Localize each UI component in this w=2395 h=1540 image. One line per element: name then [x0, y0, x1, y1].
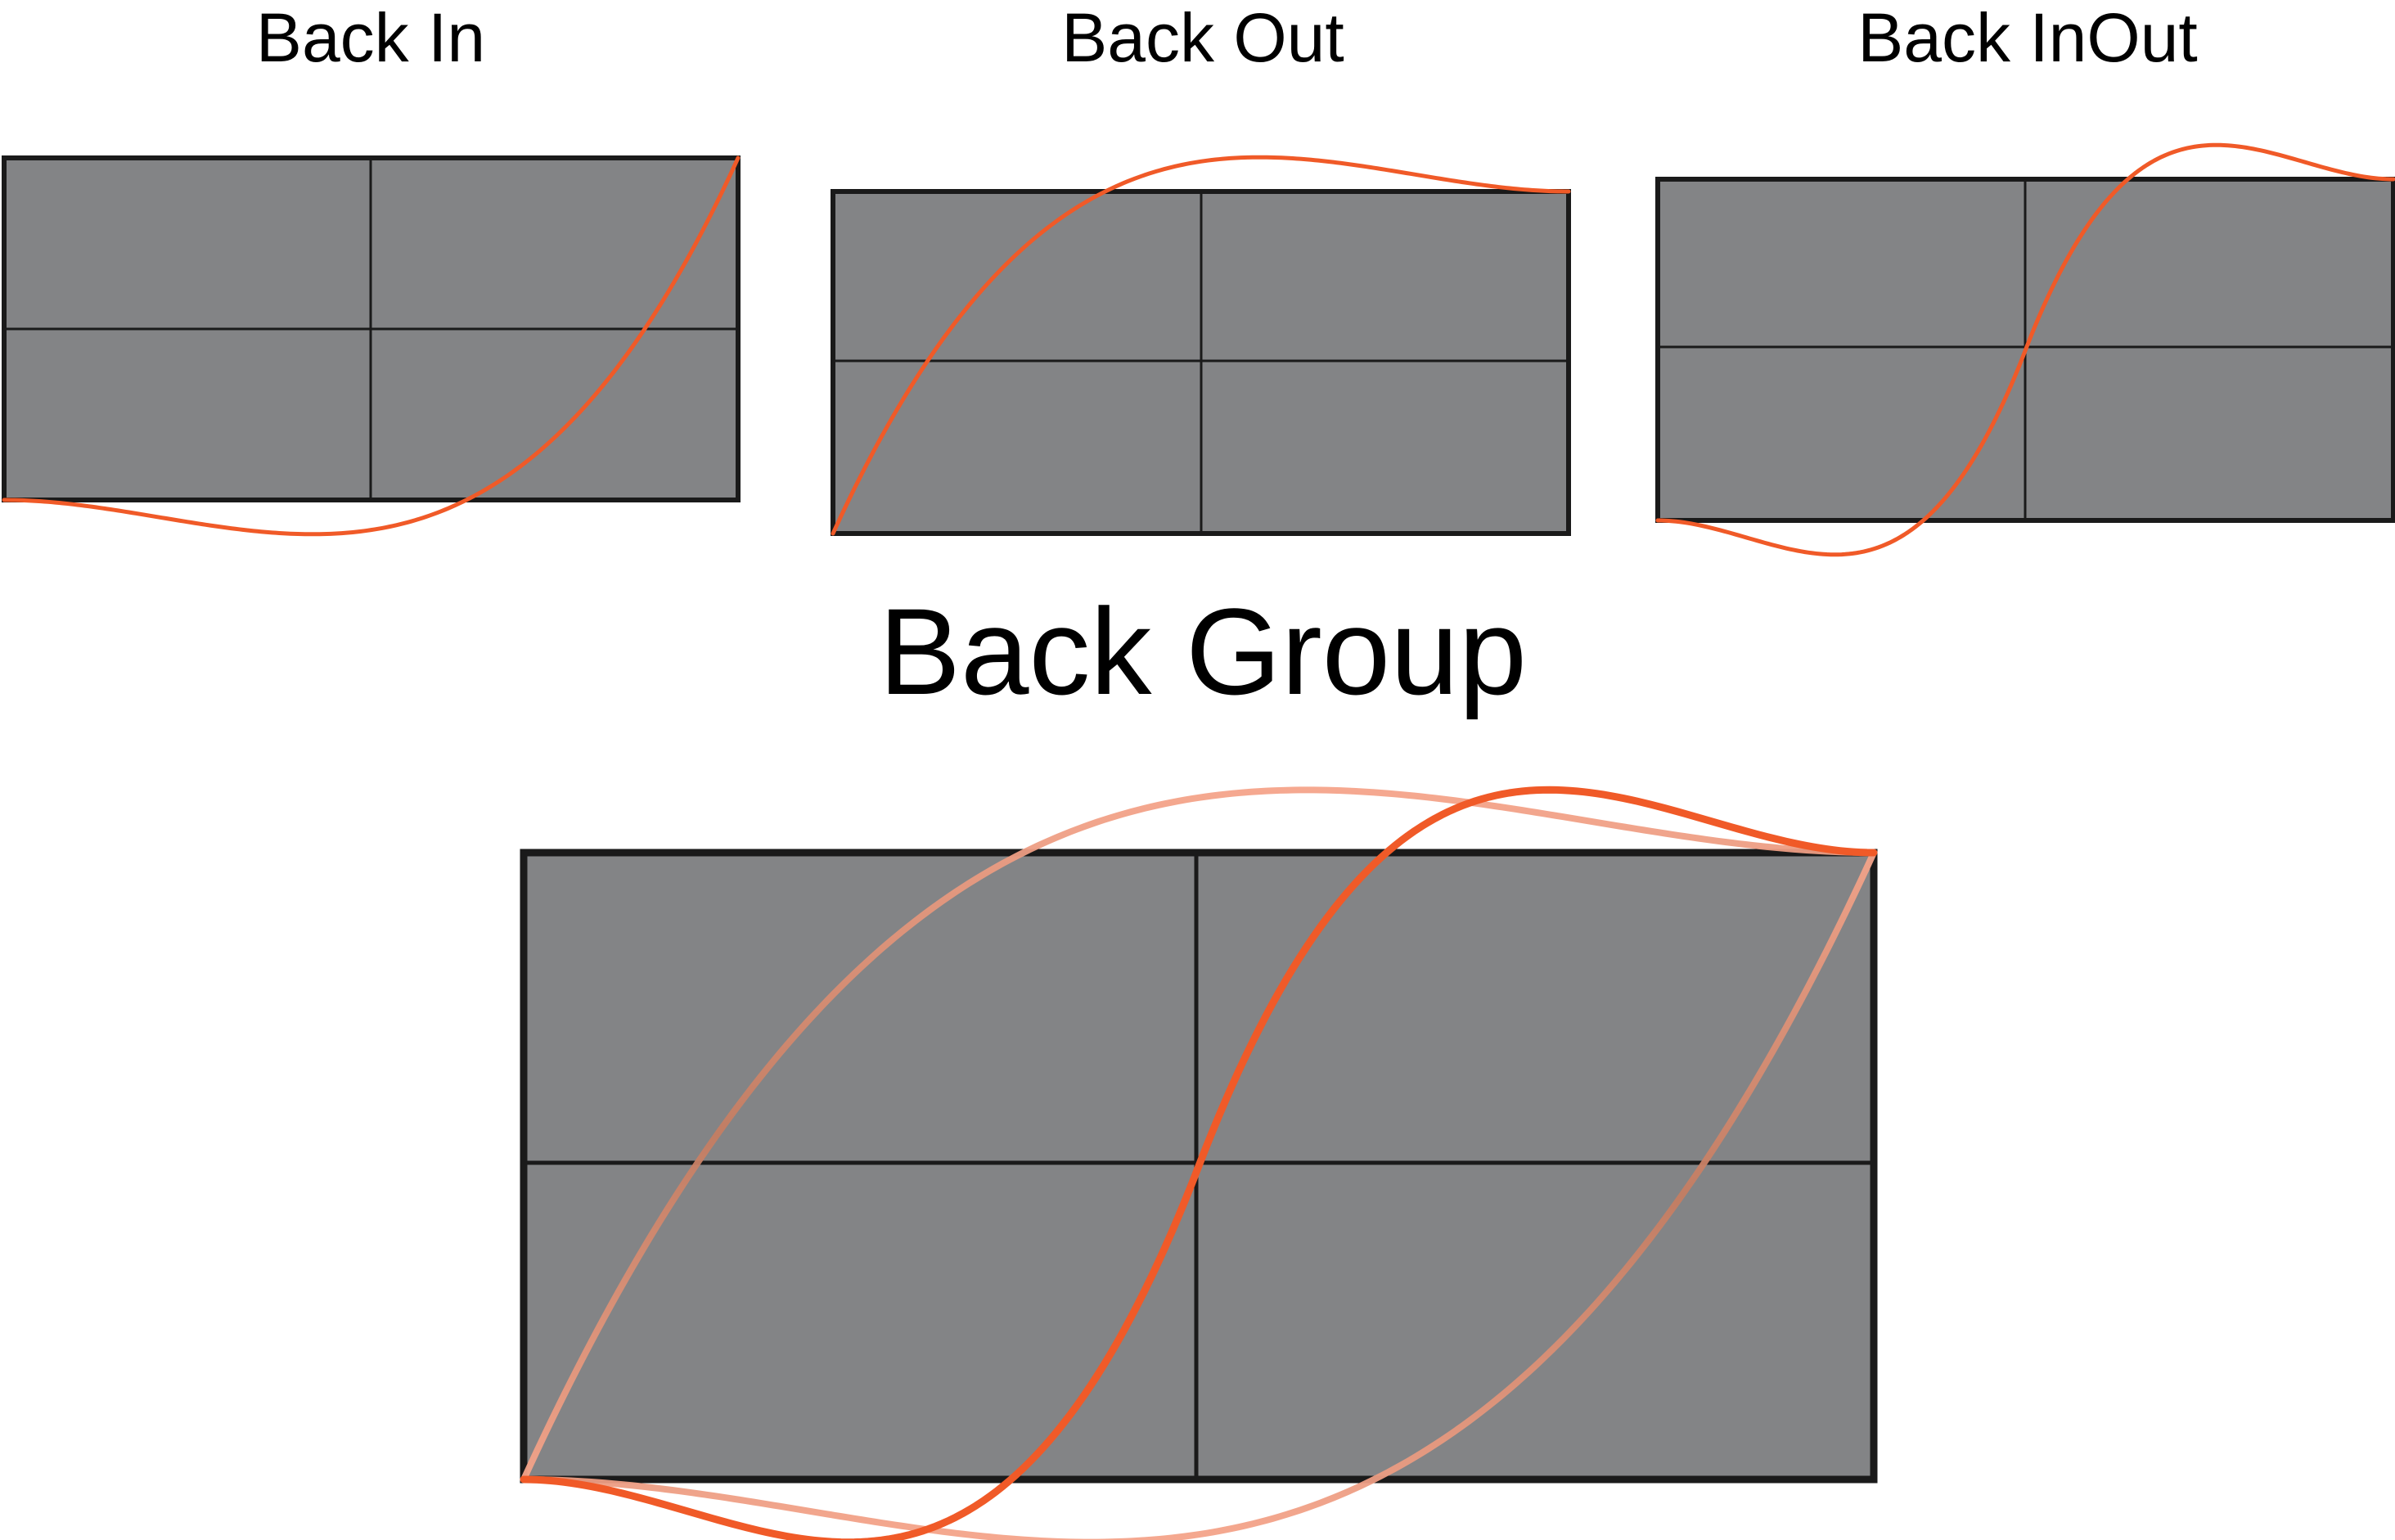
back-group-title: Back Group: [879, 583, 1527, 720]
back-out-panel: [831, 155, 1571, 536]
back-in-panel: [2, 155, 741, 537]
back-group-panel: [520, 786, 1878, 1540]
back-inout-title: Back InOut: [1857, 0, 2198, 76]
back-out-curve: [831, 155, 1571, 536]
back-inout-panel: [1655, 142, 2395, 557]
back-group-back-inout-curve: [520, 786, 1878, 1540]
back-in-curve: [2, 155, 741, 537]
back-out-title: Back Out: [1061, 0, 1344, 76]
back-inout-frame: [1655, 177, 2395, 523]
back-group-frame: [520, 849, 1878, 1484]
back-in-title: Back In: [256, 0, 485, 76]
back-out-frame: [831, 189, 1571, 536]
back-inout-curve: [1655, 142, 2395, 557]
back-in-frame: [2, 155, 741, 502]
back-group-back-out-curve: [520, 786, 1877, 1483]
back-group-back-in-curve: [520, 849, 1877, 1540]
